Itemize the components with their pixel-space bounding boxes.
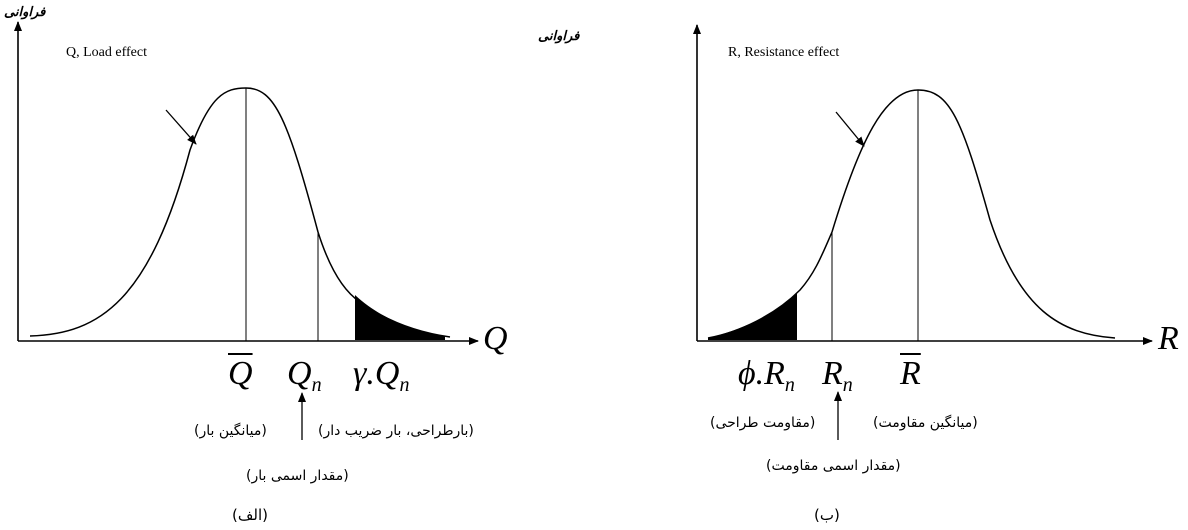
left-x-axis-symbol: Q bbox=[483, 320, 508, 357]
left-factored-base: γ.Q bbox=[353, 355, 400, 392]
left-shaded-tail bbox=[355, 295, 445, 340]
left-curve-label: Q, Load effect bbox=[66, 45, 147, 60]
right-nominal-description: (مقدار اسمی مقاومت) bbox=[766, 458, 901, 474]
left-mean-symbol: Q bbox=[228, 355, 253, 392]
right-nominal-subscript: n bbox=[842, 374, 853, 396]
right-design-base: ϕ.R bbox=[738, 355, 785, 392]
right-design-symbol: ϕ.Rn bbox=[738, 355, 795, 396]
left-nominal-description: (مقدار اسمی بار) bbox=[246, 468, 349, 484]
left-panel bbox=[14, 21, 479, 440]
left-nominal-symbol: Qn bbox=[287, 355, 322, 396]
left-distribution-curve bbox=[29, 87, 451, 338]
right-design-subscript: n bbox=[784, 374, 795, 396]
right-nominal-base: R bbox=[822, 355, 843, 392]
left-factored-description: (بارطراحی، بار ضریب دار) bbox=[318, 423, 474, 439]
left-mean-description: (میانگین بار) bbox=[194, 423, 267, 439]
right-shaded-tail bbox=[708, 293, 797, 340]
right-curve-pointer-arrow bbox=[835, 111, 865, 147]
right-panel bbox=[693, 24, 1153, 440]
right-nominal-symbol: Rn bbox=[822, 355, 853, 396]
left-curve-pointer-arrow bbox=[165, 109, 197, 145]
left-nominal-base: Q bbox=[287, 355, 312, 392]
right-mean-description: (میانگین مقاومت) bbox=[873, 415, 978, 431]
right-caption: (ب) bbox=[814, 506, 840, 524]
right-mean-symbol: R bbox=[900, 355, 921, 392]
left-caption: (الف) bbox=[232, 506, 268, 524]
right-curve-label: R, Resistance effect bbox=[728, 45, 840, 60]
right-y-axis-label: فراوانی bbox=[538, 29, 580, 44]
right-distribution-curve bbox=[707, 89, 1116, 339]
left-factored-symbol: γ.Qn bbox=[353, 355, 410, 396]
left-factored-subscript: n bbox=[399, 374, 410, 396]
left-y-axis-label: فراوانی bbox=[4, 5, 46, 20]
left-nominal-subscript: n bbox=[311, 374, 322, 396]
right-x-axis-symbol: R bbox=[1158, 320, 1179, 357]
right-design-description: (مقاومت طراحی) bbox=[710, 415, 816, 431]
